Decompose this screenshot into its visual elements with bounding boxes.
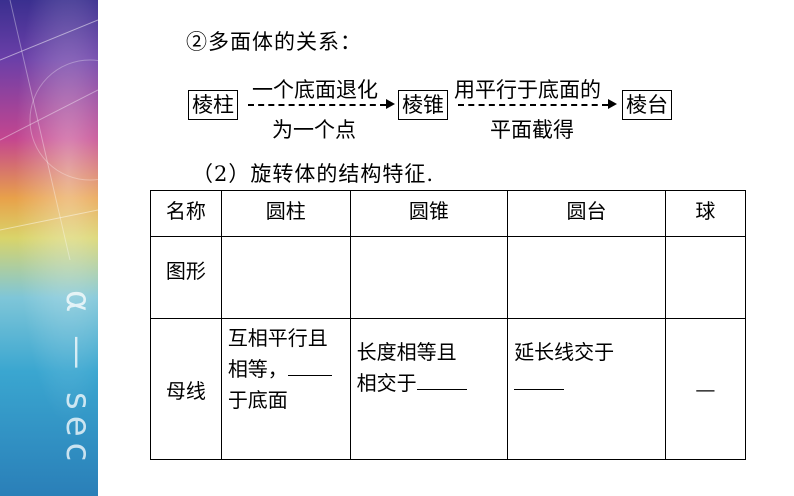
decorative-glow xyxy=(0,0,98,496)
cylinder-line-3: 于底面 xyxy=(227,388,288,412)
cone-shape-cell xyxy=(349,236,509,319)
table-header-row: 名称 圆柱 圆锥 圆台 球 xyxy=(150,190,747,237)
arrow-2-head-icon xyxy=(608,99,617,109)
cone-line-2-wrap: 相交于 xyxy=(357,368,502,399)
condition-cut-label: 平面截得 xyxy=(490,118,574,142)
cylinder-answer-blank xyxy=(287,357,332,376)
arrow-2-line xyxy=(458,104,608,106)
header-cylinder: 圆柱 xyxy=(220,190,351,237)
row-label-generatrix: 母线 xyxy=(150,318,222,460)
frustum-answer-blank xyxy=(514,371,565,390)
header-frustum: 圆台 xyxy=(507,190,666,237)
header-name: 名称 xyxy=(150,190,222,237)
frustum-generatrix-cell: 延长线交于 xyxy=(507,318,666,460)
arrow-1-head-icon xyxy=(386,99,395,109)
cone-generatrix-cell: 长度相等且 相交于 xyxy=(349,318,509,460)
cone-line-1: 长度相等且 xyxy=(356,340,457,364)
solids-of-revolution-table: 名称 圆柱 圆锥 圆台 球 图形 母线 互相平行且 相等， 于底面 长度相等且 … xyxy=(150,190,747,460)
prism-box: 棱柱 xyxy=(188,90,238,120)
table-row-generatrix: 母线 互相平行且 相等， 于底面 长度相等且 相交于 延长线交于 — xyxy=(150,318,747,460)
polyhedron-relation-diagram: 棱柱 一个底面退化 为一个点 棱锥 用平行于底面的 平面截得 棱台 xyxy=(0,0,794,160)
cylinder-line-1: 互相平行且 xyxy=(227,326,328,350)
frustum-line-2-wrap xyxy=(514,368,659,399)
frustum-shape-cell xyxy=(507,236,666,319)
decorative-lines xyxy=(0,0,98,261)
table-row-shape: 图形 xyxy=(150,236,747,319)
header-sphere: 球 xyxy=(664,190,747,237)
cone-answer-blank xyxy=(416,371,467,390)
cylinder-line-2-wrap: 相等， xyxy=(228,354,344,385)
frustum-line-1: 延长线交于 xyxy=(514,340,615,364)
cylinder-generatrix-cell: 互相平行且 相等， 于底面 xyxy=(220,318,351,460)
subsection-heading: （2）旋转体的结构特征. xyxy=(192,162,435,186)
pyramid-box: 棱锥 xyxy=(398,90,448,120)
cylinder-shape-cell xyxy=(220,236,351,319)
sphere-shape-cell xyxy=(664,236,747,319)
cylinder-line-2: 相等， xyxy=(227,357,288,381)
arrow-1-line xyxy=(248,104,386,106)
section-heading: ②多面体的关系： xyxy=(186,30,362,54)
header-cone: 圆锥 xyxy=(349,190,509,237)
sphere-generatrix-cell: — xyxy=(664,318,747,460)
decorative-side-banner: α — sec xyxy=(0,0,98,496)
condition-degenerate-label: 一个底面退化 xyxy=(252,78,378,102)
decorative-math-glyphs: α — sec xyxy=(58,290,98,468)
condition-point-label: 为一个点 xyxy=(272,118,356,142)
condition-parallel-label: 用平行于底面的 xyxy=(454,78,601,102)
cone-line-2: 相交于 xyxy=(356,371,417,395)
frustum-box: 棱台 xyxy=(622,90,672,120)
row-label-shape: 图形 xyxy=(150,236,222,319)
